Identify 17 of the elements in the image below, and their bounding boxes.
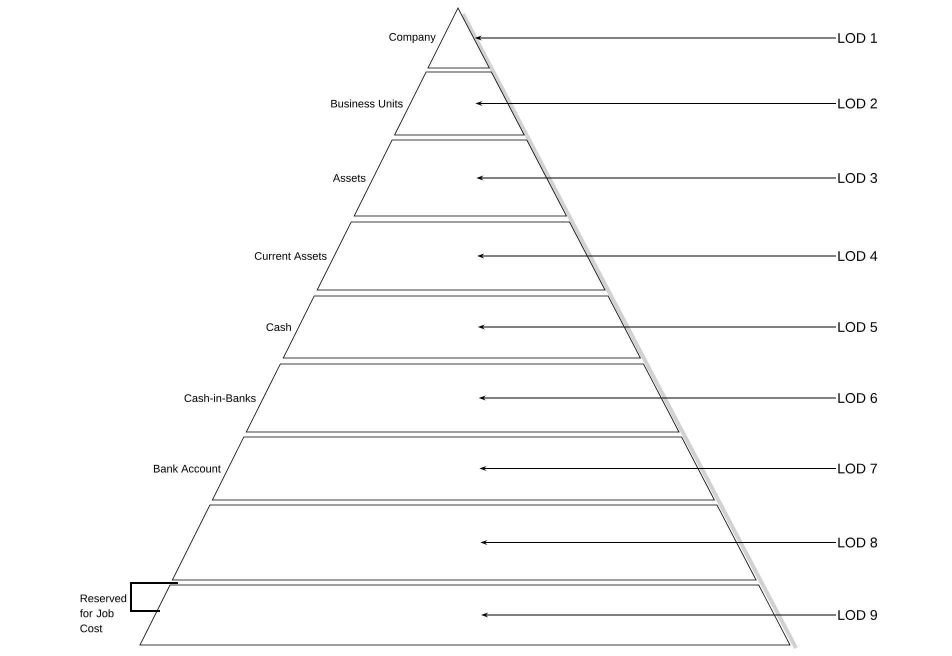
level-label: Cash xyxy=(266,322,291,332)
level-tag: LOD 4 xyxy=(838,251,878,261)
level-label: Company xyxy=(389,33,436,43)
level-label: Current Assets xyxy=(254,252,327,260)
level-tag: LOD 5 xyxy=(838,322,878,332)
level-tag: LOD 2 xyxy=(838,98,877,108)
level-label: Assets xyxy=(332,174,366,182)
level-tag: LOD 9 xyxy=(838,610,877,620)
level-label: Cash-in-Banks xyxy=(184,394,256,402)
level-tag: LOD 3 xyxy=(838,173,878,183)
level-tag: LOD 6 xyxy=(838,393,878,403)
level-label: Bank Account xyxy=(154,464,221,473)
level-tag: LOD 1 xyxy=(838,33,877,43)
level-tag: LOD 7 xyxy=(838,464,877,474)
level-tag: LOD 8 xyxy=(838,538,878,548)
level-label: Business Units xyxy=(331,99,403,108)
note-label: Reserved for Job Cost xyxy=(80,594,126,632)
